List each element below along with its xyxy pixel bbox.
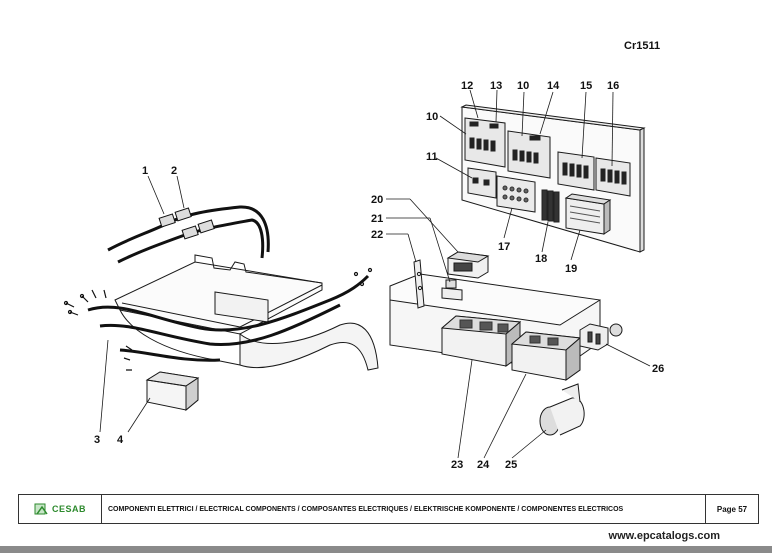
callout-13: 13 [490, 80, 502, 92]
connector-2 [181, 219, 215, 240]
harness-terminals [63, 267, 373, 371]
callout-22: 22 [371, 229, 383, 241]
cable-harness-lower [87, 274, 370, 362]
exploded-parts-drawing: 1 2 3 4 10 10 11 12 13 14 15 16 17 18 19… [63, 80, 664, 471]
callout-14: 14 [547, 80, 560, 92]
motor-25 [539, 383, 585, 436]
battery [145, 371, 200, 412]
callout-26: 26 [652, 363, 664, 375]
connector-1 [158, 207, 192, 228]
watermark: www.epcatalogs.com [608, 530, 720, 542]
callout-4: 4 [117, 434, 124, 446]
page-number: Page 57 [705, 495, 758, 523]
forklift-icon [34, 503, 48, 515]
fuse-holder-21 [441, 279, 463, 301]
callout-16: 16 [607, 80, 619, 92]
callout-25: 25 [505, 459, 517, 471]
callout-18: 18 [535, 253, 547, 265]
callout-10-b: 10 [517, 80, 529, 92]
cesab-logo: CESAB [19, 495, 102, 523]
callout-2: 2 [171, 165, 177, 177]
callout-19: 19 [565, 263, 577, 275]
title-block: CESAB COMPONENTI ELETTRICI / ELECTRICAL … [18, 494, 759, 524]
callout-1: 1 [142, 165, 148, 177]
callout-15: 15 [580, 80, 592, 92]
relay-20 [446, 251, 490, 279]
callout-21: 21 [371, 213, 383, 225]
logo-text: CESAB [51, 504, 86, 514]
callout-3: 3 [94, 434, 100, 446]
callout-17: 17 [498, 241, 510, 253]
key-switch-26 [579, 323, 623, 351]
controller-23 [440, 315, 522, 367]
electrical-panel [460, 104, 646, 253]
leader-lines [99, 89, 651, 459]
callout-20: 20 [371, 194, 383, 206]
callout-12: 12 [461, 80, 473, 92]
controller-24 [510, 331, 582, 381]
chassis-frame [114, 254, 379, 371]
callout-23: 23 [451, 459, 463, 471]
bracket-22 [413, 259, 425, 309]
bottom-bar [0, 546, 772, 553]
drawing-code: Cr1511 [624, 40, 661, 52]
callout-11: 11 [426, 151, 438, 163]
callout-10-a: 10 [426, 111, 438, 123]
callout-24: 24 [477, 459, 490, 471]
section-title: COMPONENTI ELETTRICI / ELECTRICAL COMPON… [108, 505, 624, 513]
